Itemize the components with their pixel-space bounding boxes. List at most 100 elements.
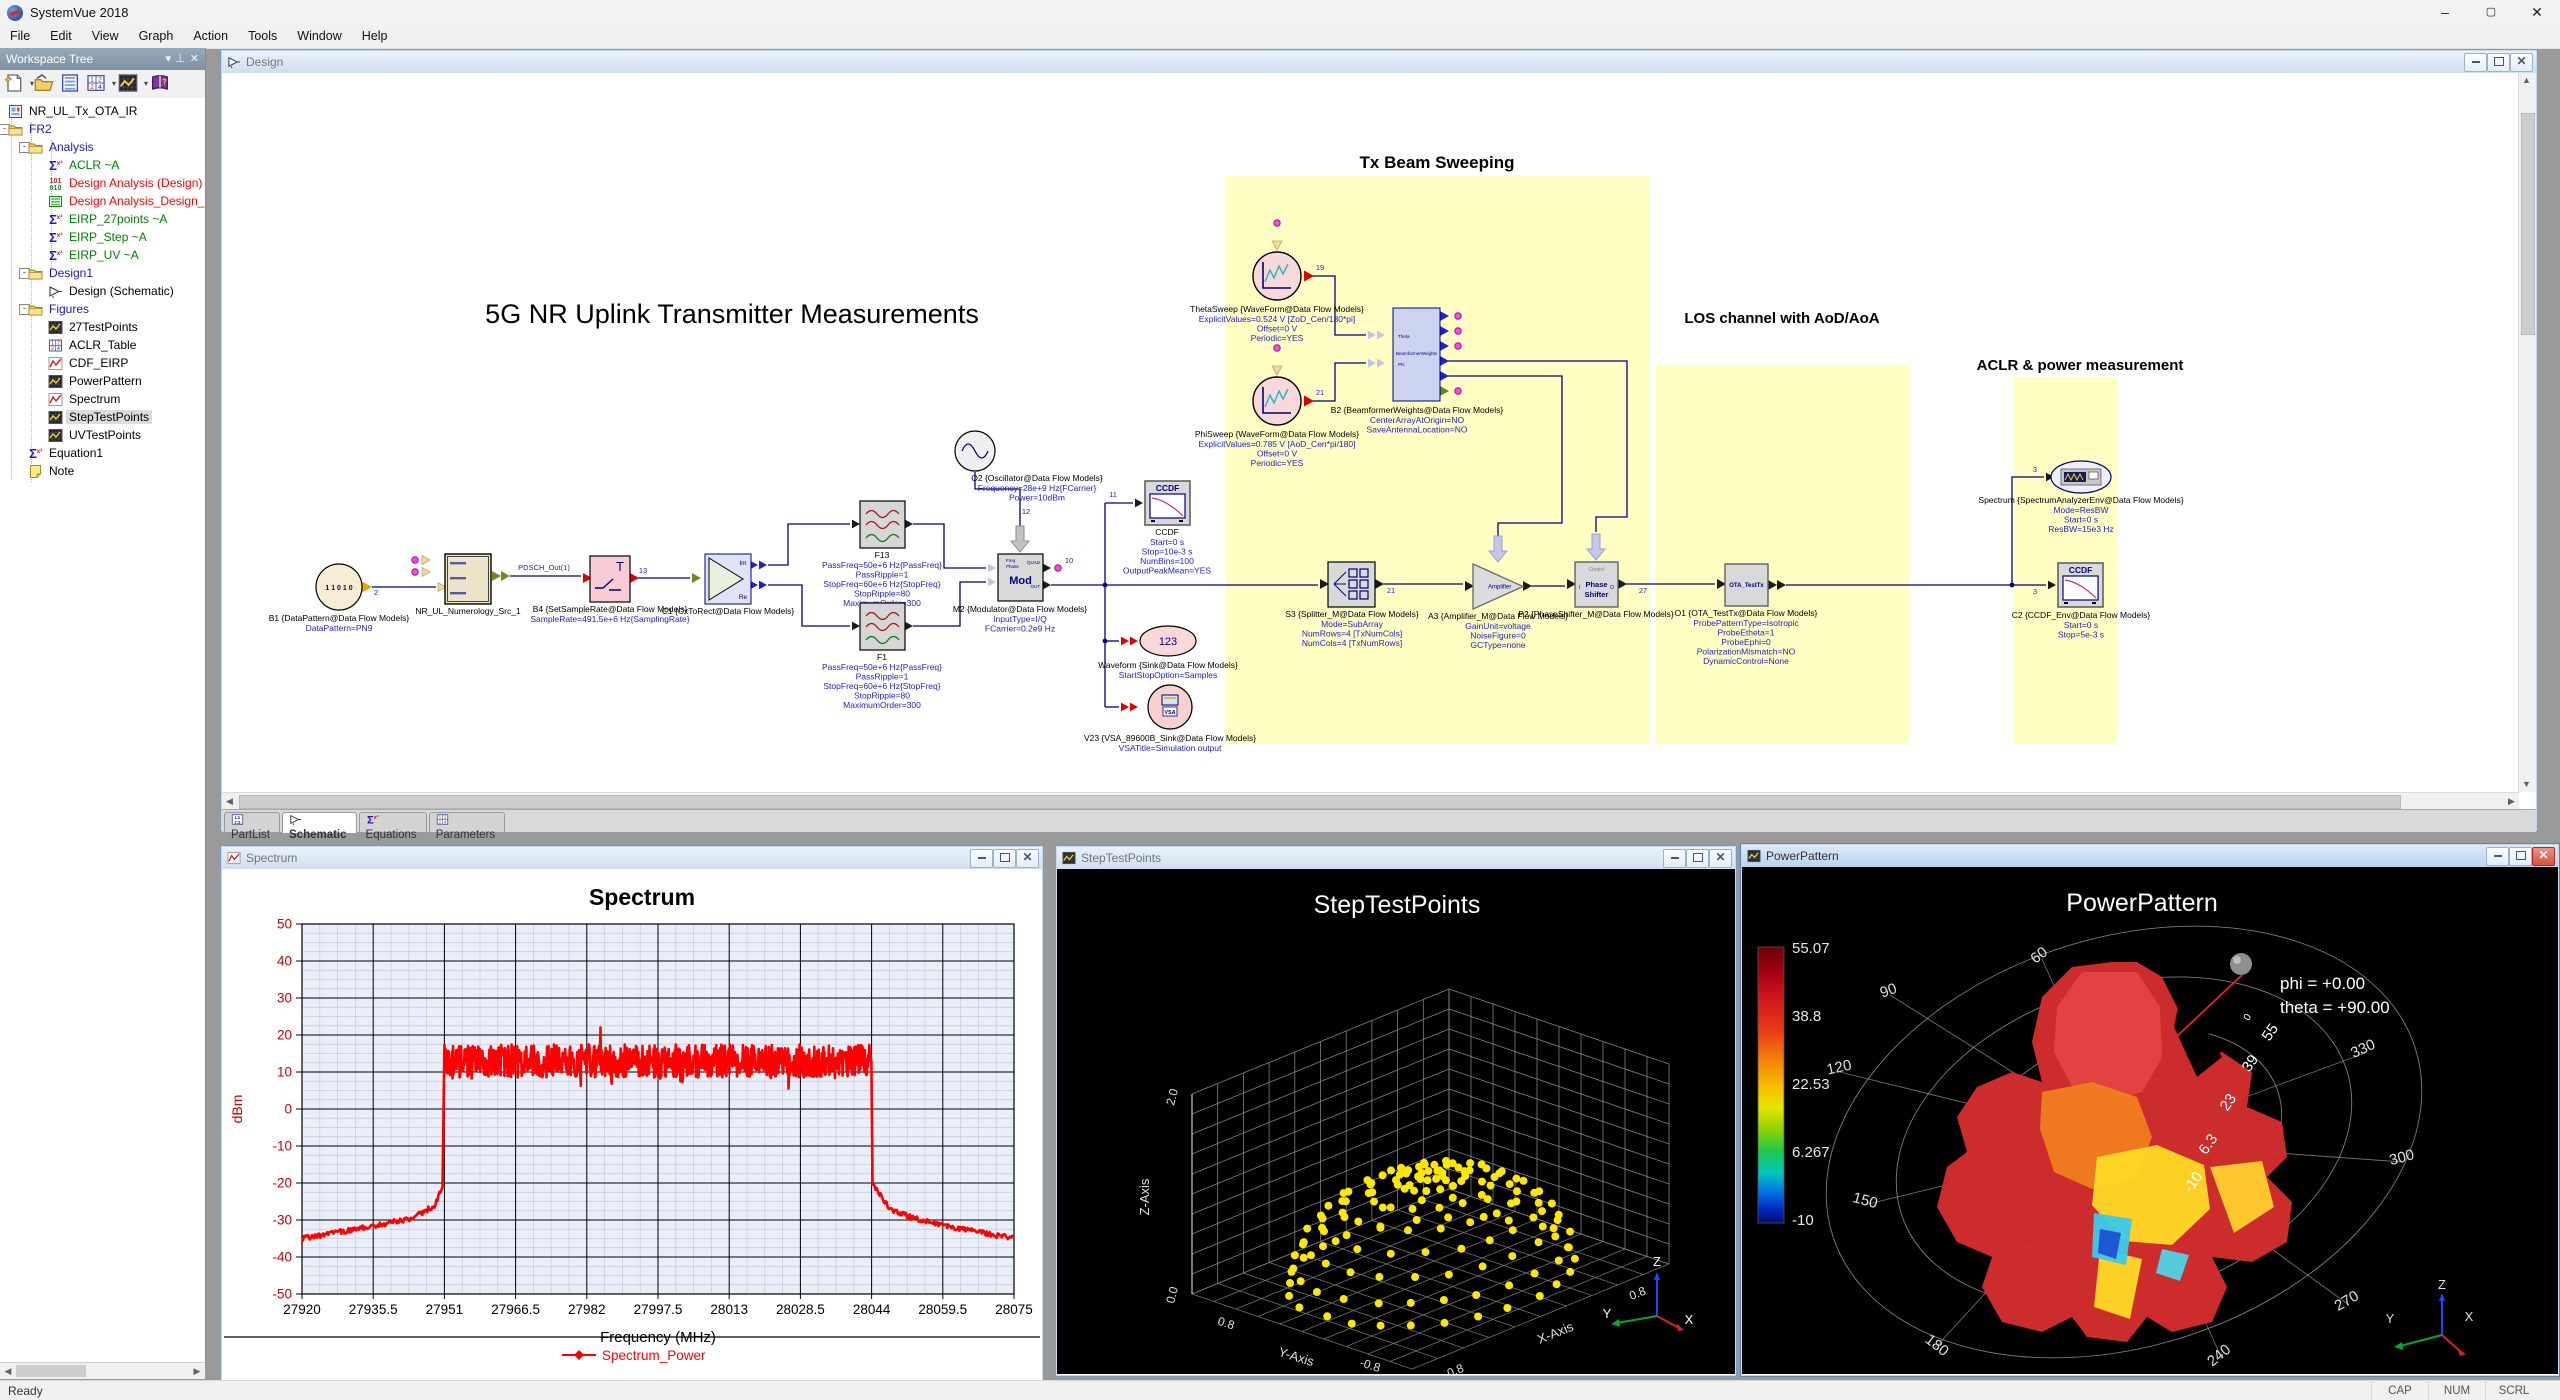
schematic-block-2[interactable]: T	[589, 555, 631, 603]
tree-item-nr-ul-tx-ota-ir[interactable]: NR_UL_Tx_OTA_IR	[8, 102, 140, 120]
menu-help[interactable]: Help	[361, 29, 388, 43]
spectrum-maximize-button[interactable]	[993, 849, 1016, 868]
toolbar-book-icon[interactable]: ?	[150, 73, 172, 95]
scroll-up-icon[interactable]: ▲	[2522, 75, 2531, 85]
tree-item-figures[interactable]: Figures	[28, 300, 92, 318]
app-maximize-button[interactable]: ▢	[2485, 6, 2497, 18]
menu-view[interactable]: View	[91, 29, 119, 43]
scroll-thumb[interactable]	[2521, 113, 2535, 335]
scroll-thumb[interactable]	[16, 1365, 86, 1377]
app-minimize-button[interactable]: –	[2441, 4, 2449, 20]
menu-window[interactable]: Window	[297, 29, 342, 43]
tab-schematic[interactable]: Schematic	[282, 812, 357, 841]
schematic-block-0[interactable]: 1 1 0 1 0	[315, 563, 363, 611]
design-close-button[interactable]: ✕	[2510, 53, 2533, 72]
schematic-block-15[interactable]: Amplifier	[1472, 562, 1525, 611]
tree-item-cdf-eirp[interactable]: CDF_EIRP	[48, 354, 131, 372]
schematic-block-17[interactable]: OTA_TestTx	[1724, 563, 1769, 607]
tree-item-design-schematic-[interactable]: Design (Schematic)	[48, 282, 177, 300]
tree-item-fr2[interactable]: FR2	[8, 120, 55, 138]
tree-item-powerpattern[interactable]: PowerPattern	[48, 372, 145, 390]
design-hscrollbar[interactable]: ◀ ▶	[222, 792, 2519, 810]
design-vscrollbar[interactable]: ▲ ▼	[2518, 73, 2536, 792]
schematic-block-19[interactable]: CCDF	[2057, 562, 2104, 608]
tree-item-27testpoints[interactable]: 27TestPoints	[48, 318, 141, 336]
power-close-button[interactable]: ✕	[2532, 847, 2555, 866]
schematic-block-18[interactable]	[2050, 460, 2112, 494]
step-window-caption[interactable]: StepTestPoints ✕	[1057, 847, 1735, 869]
scroll-left-icon[interactable]: ◀	[226, 796, 233, 806]
toolbar-viewdoc-icon[interactable]	[60, 73, 82, 95]
design-minimize-button[interactable]	[2464, 53, 2487, 72]
spectrum-window-caption[interactable]: Spectrum ✕	[222, 847, 1042, 869]
tree-item-note[interactable]: Note	[28, 462, 77, 480]
svg-text:-50: -50	[272, 1287, 292, 1302]
power-maximize-button[interactable]	[2509, 847, 2532, 866]
tree-item-steptestpoints[interactable]: StepTestPoints	[48, 408, 153, 426]
step-close-button[interactable]: ✕	[1709, 849, 1732, 868]
panel-pin-icon[interactable]: ⊥	[175, 53, 185, 65]
schematic-block-1[interactable]	[444, 553, 492, 605]
tree-item-uvtestpoints[interactable]: UVTestPoints	[48, 426, 144, 444]
schematic-block-14[interactable]	[1327, 561, 1376, 608]
scroll-right-icon[interactable]: ▶	[193, 1366, 201, 1376]
tree-item-design-analysis-design-da[interactable]: Design Analysis_Design_Da	[48, 192, 205, 210]
schematic-block-12[interactable]	[1252, 376, 1302, 426]
menu-graph[interactable]: Graph	[138, 29, 174, 43]
menu-tools[interactable]: Tools	[248, 29, 278, 43]
schematic-block-4[interactable]	[859, 500, 906, 549]
toolbar-opendoc-icon[interactable]	[34, 73, 56, 95]
schematic-block-11[interactable]	[1252, 251, 1302, 301]
schematic-block-8[interactable]: CCDF	[1144, 480, 1191, 526]
tree-item-analysis[interactable]: Analysis	[28, 138, 97, 156]
svg-text:Σ: Σ	[49, 230, 57, 245]
menu-edit[interactable]: Edit	[50, 29, 72, 43]
spectrum-minimize-button[interactable]	[970, 849, 993, 868]
tree-item-design1[interactable]: Design1	[28, 264, 96, 282]
workspace-hscrollbar[interactable]: ◀ ▶	[0, 1362, 205, 1379]
scroll-right-icon[interactable]: ▶	[2508, 796, 2515, 806]
step-maximize-button[interactable]	[1686, 849, 1709, 868]
design-window-caption[interactable]: Design ✕	[222, 51, 2536, 73]
schematic-block-5[interactable]	[859, 602, 906, 651]
scroll-thumb[interactable]	[239, 795, 2401, 809]
menu-file[interactable]: File	[10, 29, 31, 43]
panel-dropdown-icon[interactable]: ▾	[165, 53, 171, 65]
menu-action[interactable]: Action	[193, 29, 229, 43]
panel-close-icon[interactable]: ✕	[189, 53, 199, 65]
power-minimize-button[interactable]	[2486, 847, 2509, 866]
schematic-block-9[interactable]: 123	[1139, 625, 1197, 657]
scroll-left-icon[interactable]: ◀	[4, 1366, 12, 1376]
design-maximize-button[interactable]	[2487, 53, 2510, 72]
toolbar-newdoc-icon[interactable]: ▾	[4, 73, 34, 95]
toolbar-chartdark-icon[interactable]: ▾	[118, 73, 148, 95]
spectrum-close-button[interactable]: ✕	[1016, 849, 1039, 868]
scroll-down-icon[interactable]: ▼	[2522, 779, 2531, 789]
tree-item-spectrum[interactable]: Spectrum	[48, 390, 123, 408]
schematic-block-6[interactable]	[954, 430, 996, 472]
app-close-button[interactable]: ✕	[2531, 4, 2543, 20]
schematic-block-10[interactable]: VSA	[1147, 684, 1193, 730]
power-window-caption[interactable]: PowerPattern ✕	[1742, 845, 2558, 867]
svg-text:Periodic=YES: Periodic=YES	[1251, 458, 1304, 468]
step-minimize-button[interactable]	[1663, 849, 1686, 868]
